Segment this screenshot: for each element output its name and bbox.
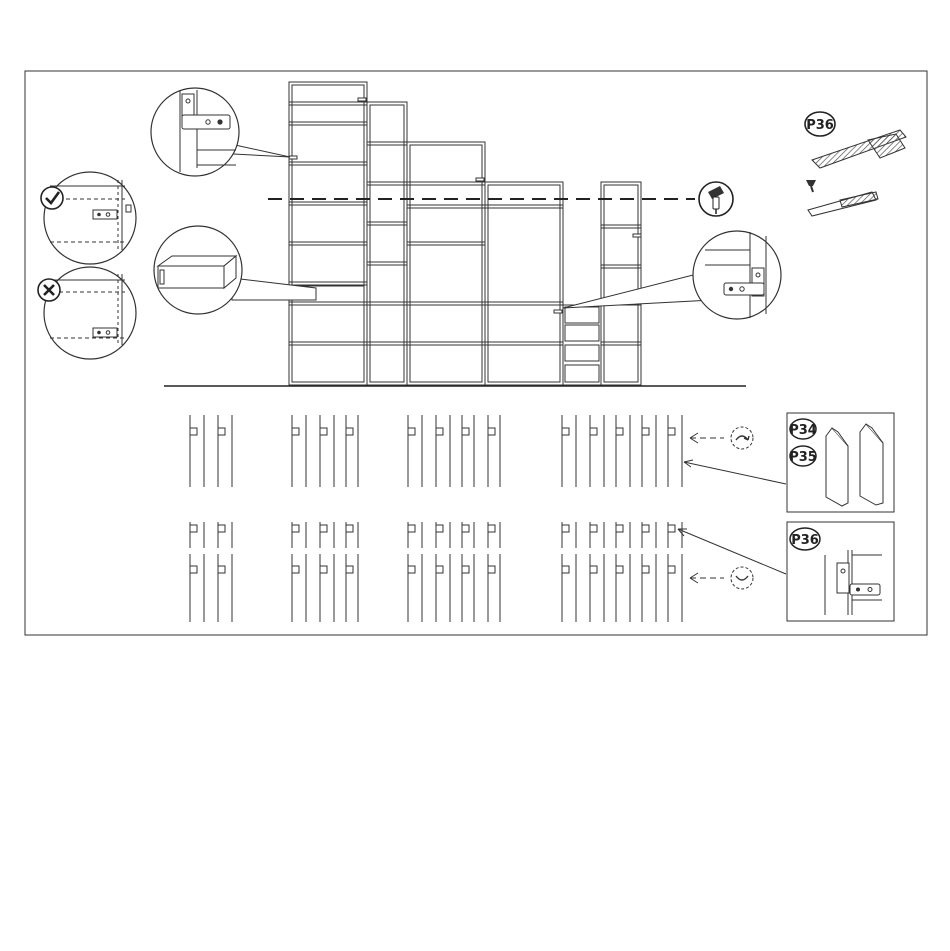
correct-placement-detail [41,172,136,264]
right-bracket-detail-callout [563,231,781,319]
bracket-detail-callout [151,88,290,176]
check-mark-icon [41,187,63,209]
panel-p34-p35-box: P34 P35 [787,413,894,512]
shelf-unit-b [367,102,407,385]
side-panel-patterns [190,415,682,622]
incorrect-placement-detail [38,267,136,359]
cross-mark-icon [38,279,60,301]
pointer-arrow-p36 [678,529,786,574]
wall-plug-icon [808,192,878,216]
part-label-p35: P35 [789,450,817,465]
shelf-unit-c [407,142,485,385]
part-label-p36-bottom: P36 [791,533,819,548]
rotate-direction-lower [690,567,753,589]
hardware-p36-kit: P36 [805,112,906,216]
shelf-unit-a [289,82,367,385]
rotate-direction-upper [690,427,753,449]
panel-p36-box: P36 [787,522,894,621]
rotate-cw-icon [731,427,753,449]
part-label-p36-top: P36 [806,118,834,133]
rotate-ccw-icon [731,567,753,589]
drawer-stack [563,305,601,385]
pointer-arrow-p34 [684,462,786,484]
screw-icon [806,180,816,192]
shelving-system [289,82,641,385]
shelf-unit-e [601,182,641,385]
drill-icon [699,182,733,216]
part-label-p34: P34 [789,423,817,438]
shelf-unit-d [485,182,563,385]
